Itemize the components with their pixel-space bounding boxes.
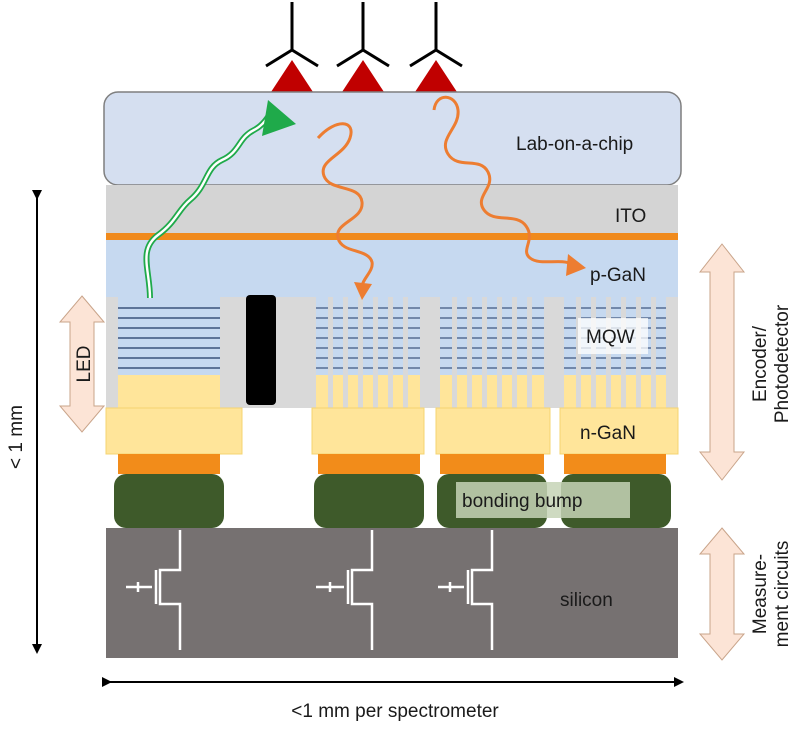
led-span-arrow	[58, 295, 106, 433]
transistor-symbol	[438, 530, 494, 650]
width-dimension-label: <1 mm per spectrometer	[291, 701, 499, 722]
transistor-symbol	[126, 530, 182, 650]
ito-layer	[106, 185, 678, 235]
mqw-label: MQW	[586, 327, 635, 348]
measurement-label-line2: ment circuits	[772, 541, 793, 648]
antibody	[409, 2, 463, 92]
isolation-trench	[246, 295, 276, 405]
encoder-label-line1: Encoder/	[750, 325, 771, 402]
photodetector-pixel	[440, 297, 544, 408]
contacts	[118, 454, 666, 474]
orange-signal-wave	[432, 95, 586, 276]
ito-label: ITO	[615, 206, 646, 227]
antibody	[265, 2, 319, 92]
p-gan-label: p-GaN	[590, 265, 646, 286]
bonding-bump-label-box	[456, 482, 630, 518]
measurement-label-line1: Measure-	[750, 554, 771, 634]
orange-signal-wave	[316, 122, 374, 300]
silicon-label: silicon	[560, 590, 613, 611]
encoder-span-arrow	[698, 243, 746, 481]
ito-stripe	[106, 233, 678, 240]
height-dimension-label: < 1 mm	[6, 405, 27, 469]
encoder-label-line2: Photodetector	[772, 304, 793, 423]
n-gan-layer	[105, 407, 679, 455]
measurement-span-arrow	[698, 527, 746, 661]
transistor-symbol	[316, 530, 374, 650]
led-label: LED	[74, 346, 95, 383]
n-gan-label: n-GaN	[580, 423, 636, 444]
green-emission-wave	[143, 100, 296, 299]
mqw-label-box	[578, 318, 648, 354]
antibody	[336, 2, 390, 92]
silicon-layer	[106, 528, 678, 658]
bonding-bump-label: bonding bump	[462, 491, 582, 512]
lab-on-chip-label: Lab-on-a-chip	[516, 134, 633, 155]
antibody-group	[265, 2, 463, 92]
led-pixel	[118, 297, 220, 408]
photodetector-pixel	[316, 297, 420, 408]
